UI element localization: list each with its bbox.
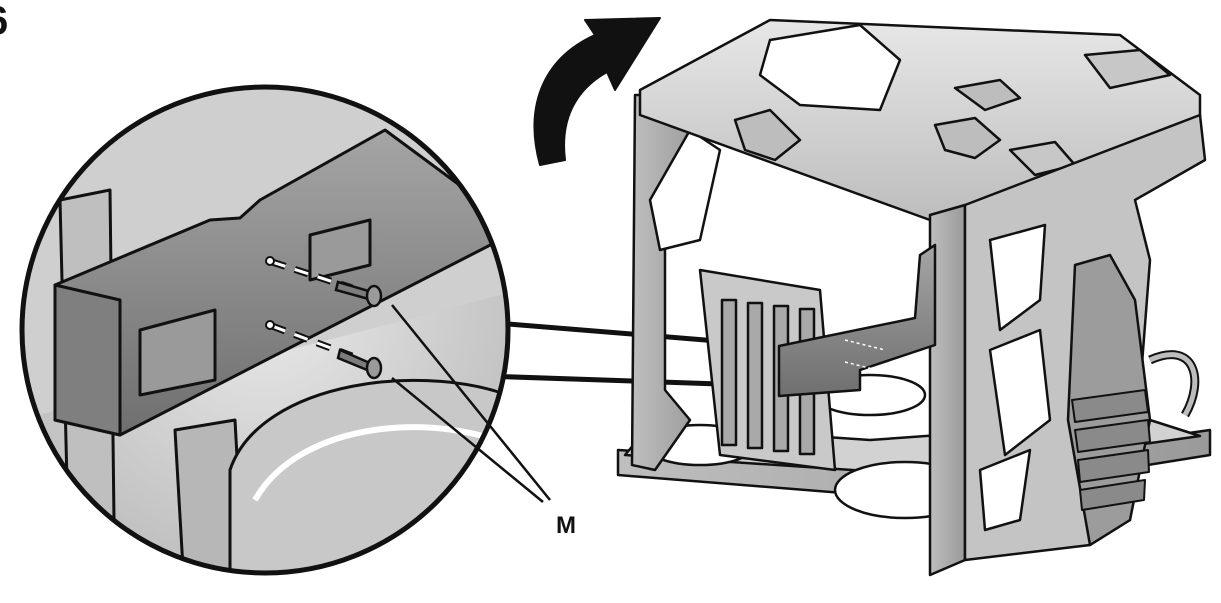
- screw-icon: [336, 348, 383, 380]
- screw-path-guides: [265, 256, 354, 360]
- step-number: 6: [0, 0, 8, 43]
- screw-icon: [334, 280, 383, 308]
- callout-label-m: M: [556, 512, 576, 539]
- callout-leaders: [391, 304, 551, 503]
- rotate-arrow-icon: [533, 17, 661, 166]
- installed-rail: [777, 243, 937, 398]
- zoom-circle-border: [19, 84, 511, 576]
- zoom-detail: [19, 84, 511, 576]
- storage-rack: [616, 18, 1212, 577]
